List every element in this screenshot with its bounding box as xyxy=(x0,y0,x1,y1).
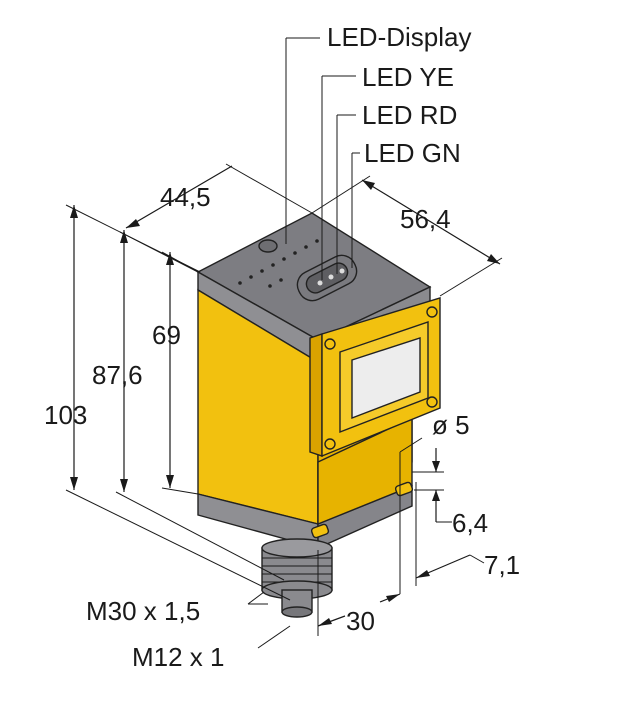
push-button xyxy=(258,239,278,253)
led-dot xyxy=(304,245,308,249)
label-led-ye: LED YE xyxy=(362,62,454,92)
optic-lens xyxy=(351,337,421,420)
label-thread-m30: M30 x 1,5 xyxy=(86,596,200,626)
led-dot xyxy=(315,239,319,243)
led-indicator xyxy=(339,268,345,274)
led-dot xyxy=(238,281,242,285)
labels: LED-Display LED YE LED RD LED GN 44,5 56… xyxy=(44,22,520,672)
dim-hole-offset: 6,4 xyxy=(452,508,488,538)
sensor-body xyxy=(196,212,441,618)
screw-icon xyxy=(324,338,336,350)
dim-hole: ø 5 xyxy=(432,410,470,440)
dim-h-mid: 87,6 xyxy=(92,360,143,390)
screw-icon xyxy=(426,306,438,318)
led-dot xyxy=(271,263,275,267)
dim-depth: 56,4 xyxy=(400,204,451,234)
dim-hole-edge: 7,1 xyxy=(484,550,520,580)
mount-hole xyxy=(310,523,330,539)
dim-h-body: 69 xyxy=(152,320,181,350)
led-dot xyxy=(279,278,283,282)
label-led-rd: LED RD xyxy=(362,100,457,130)
led-dot xyxy=(268,284,272,288)
screw-icon xyxy=(426,396,438,408)
led-dots xyxy=(238,239,319,288)
screw-icon xyxy=(324,438,336,450)
led-indicator xyxy=(328,274,334,280)
optic-frame-side xyxy=(309,333,323,457)
connector xyxy=(261,538,333,618)
label-led-display: LED-Display xyxy=(327,22,472,52)
label-thread-m12: M12 x 1 xyxy=(132,642,225,672)
led-dot xyxy=(293,251,297,255)
led-dot xyxy=(260,269,264,273)
led-indicator xyxy=(317,280,323,286)
dimension-lines xyxy=(65,37,503,649)
dim-h-total: 103 xyxy=(44,400,87,430)
led-dot xyxy=(249,275,253,279)
dim-conn-offset: 30 xyxy=(346,606,375,636)
led-dot xyxy=(282,257,286,261)
dim-width: 44,5 xyxy=(160,182,211,212)
label-led-gn: LED GN xyxy=(364,138,461,168)
